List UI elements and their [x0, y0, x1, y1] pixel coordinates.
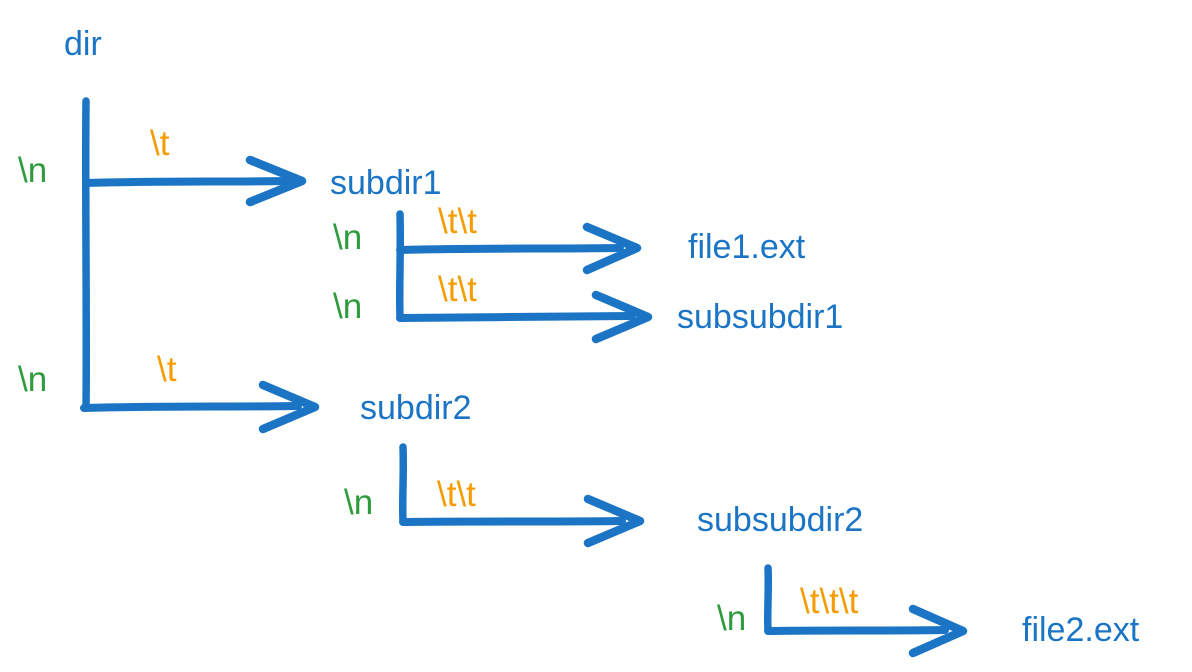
- arrow-subdir2-subsubdir2: [399, 494, 645, 548]
- arrow-head: [245, 155, 307, 207]
- arrow-head: [583, 494, 645, 548]
- node-subdir2: subdir2: [360, 389, 472, 427]
- arrow-shaft: [399, 517, 626, 526]
- tab-label-subsubdir2-file2: \t\t\t: [800, 582, 859, 621]
- arrow-head: [258, 380, 320, 434]
- newline-label-subdir2-subsubdir2: \n: [344, 483, 374, 522]
- tab-label-subdir1-subsubdir1: \t\t: [438, 270, 477, 309]
- arrow-subdir1-file1: [396, 222, 642, 275]
- branch-line-dir: [81, 97, 91, 412]
- newline-label-subdir1-file1: \n: [333, 218, 363, 257]
- arrow-head: [582, 222, 642, 275]
- node-dir: dir: [64, 25, 102, 63]
- tab-label-dir-subdir2: \t: [157, 350, 177, 389]
- arrow-subdir1-subsubdir1: [396, 290, 653, 344]
- branch-line-subdir2: [398, 443, 408, 525]
- node-subdir1: subdir1: [330, 164, 442, 202]
- branch-line-subdir1: [395, 210, 405, 321]
- arrow-shaft: [396, 244, 624, 254]
- newline-label-dir-subdir1: \n: [18, 151, 48, 190]
- arrow-head: [908, 604, 968, 658]
- newline-label-subsubdir2-file2: \n: [717, 599, 747, 638]
- arrow-dir-subdir2: [80, 380, 320, 434]
- node-file1: file1.ext: [688, 228, 806, 266]
- arrow-shaft: [82, 177, 290, 187]
- node-subsubdir1: subsubdir1: [677, 298, 844, 336]
- arrow-dir-subdir1: [82, 155, 307, 207]
- node-file2: file2.ext: [1022, 611, 1140, 649]
- newline-label-dir-subdir2: \n: [18, 360, 48, 399]
- newline-label-subdir1-subsubdir1: \n: [333, 287, 363, 326]
- arrow-head: [591, 290, 653, 344]
- node-subsubdir2: subsubdir2: [697, 501, 864, 539]
- tab-label-subdir1-file1: \t\t: [438, 202, 477, 241]
- branch-line-subsubdir2: [763, 564, 773, 634]
- tab-label-dir-subdir1: \t: [150, 124, 170, 163]
- tab-label-subdir2-subsubdir2: \t\t: [437, 475, 476, 514]
- arrow-subsubdir2-file2: [764, 604, 968, 658]
- arrow-shaft: [764, 626, 949, 635]
- arrow-shaft: [80, 402, 302, 412]
- arrow-shaft: [396, 312, 636, 322]
